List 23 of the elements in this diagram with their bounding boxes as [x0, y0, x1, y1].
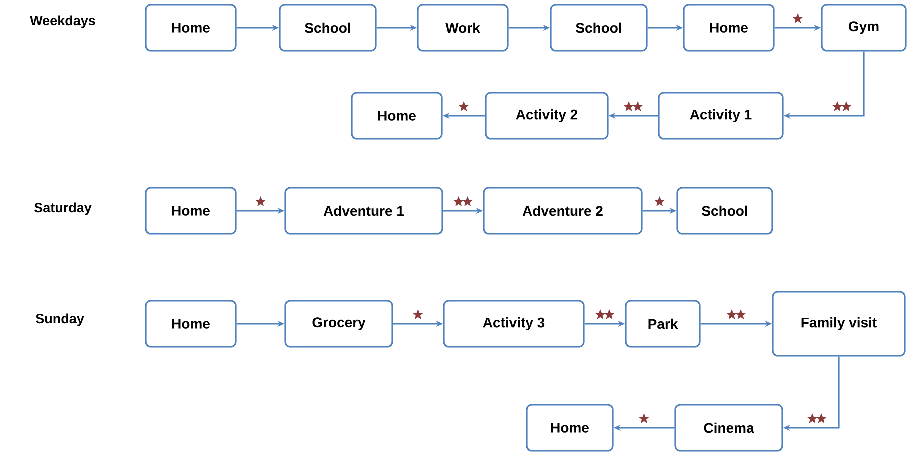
- process-box: Home: [145, 4, 237, 52]
- process-box: Adventure 1: [284, 187, 444, 235]
- process-box: Gym: [821, 4, 907, 52]
- process-box: Home: [145, 187, 237, 235]
- process-box: Adventure 2: [483, 187, 643, 235]
- process-box: Family visit: [772, 291, 906, 357]
- process-box: Grocery: [284, 300, 394, 348]
- process-box: Home: [683, 4, 775, 52]
- process-box: School: [279, 4, 377, 52]
- process-box: Home: [145, 300, 237, 348]
- process-box: Activity 1: [658, 92, 784, 140]
- process-box: Activity 3: [443, 300, 585, 348]
- process-box: Cinema: [674, 404, 784, 452]
- process-box: School: [676, 187, 774, 235]
- process-box: Home: [351, 92, 443, 140]
- day-label: Sunday: [36, 314, 84, 326]
- process-box: Work: [417, 4, 509, 52]
- day-label: Saturday: [34, 202, 92, 216]
- process-box: Home: [526, 404, 614, 452]
- process-box: School: [550, 4, 648, 52]
- process-box: Park: [625, 300, 701, 348]
- day-label: Weekdays: [30, 16, 96, 28]
- process-box: Activity 2: [485, 92, 609, 140]
